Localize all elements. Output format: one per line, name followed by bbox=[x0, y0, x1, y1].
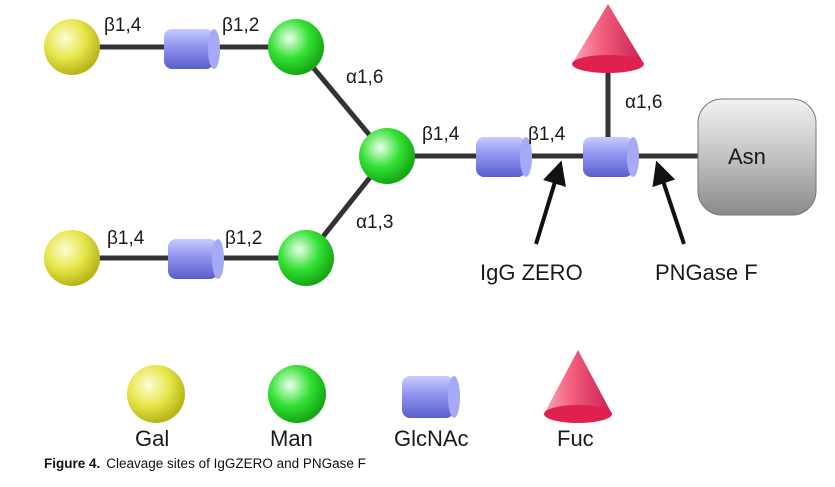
bond-label-bottom-glcnac-man: β1,2 bbox=[225, 228, 262, 249]
figure-number: Figure 4. bbox=[44, 456, 101, 471]
legend-fuc-label: Fuc bbox=[557, 426, 594, 451]
legend-man-icon bbox=[268, 365, 326, 423]
bond-label-fucose-link: α1,6 bbox=[625, 92, 662, 113]
glcnac-cylinder-icon bbox=[476, 137, 532, 177]
gal-sphere-icon bbox=[44, 19, 100, 75]
bond-label-upper-branch: α1,6 bbox=[346, 67, 383, 88]
legend-glcnac-label: GlcNAc bbox=[394, 426, 469, 451]
legend: Gal Man GlcNAc Fuc bbox=[127, 350, 612, 451]
igg-zero-arrow bbox=[534, 160, 566, 245]
man-sphere-icon bbox=[278, 230, 334, 286]
pngase-f-label: PNGase F bbox=[655, 260, 758, 285]
gal-sphere-icon bbox=[44, 230, 100, 286]
pngase-f-arrow bbox=[652, 160, 686, 245]
bond-label-bottom-gal-glcnac: β1,4 bbox=[107, 228, 145, 249]
legend-gal-label: Gal bbox=[135, 426, 169, 451]
bond-label-top-glcnac-man: β1,2 bbox=[222, 15, 259, 36]
legend-fuc-icon bbox=[544, 350, 612, 423]
glcnac-cylinder-icon bbox=[168, 239, 224, 279]
figure-caption-text: Cleavage sites of IgGZERO and PNGase F bbox=[106, 456, 366, 471]
legend-gal-icon bbox=[127, 365, 185, 423]
bond-label-lower-branch: α1,3 bbox=[356, 212, 393, 233]
bond-label-core-glcnac-glcnac: β1,4 bbox=[528, 124, 566, 145]
bond-labels: β1,4 β1,2 β1,4 β1,2 α1,6 α1,3 β1,4 β1,4 … bbox=[104, 15, 662, 249]
man-sphere-icon bbox=[268, 19, 324, 75]
bond-label-core-man-glcnac: β1,4 bbox=[422, 124, 460, 145]
asn-residue: Asn bbox=[697, 98, 817, 216]
legend-man-label: Man bbox=[270, 426, 313, 451]
glcnac-cylinder-icon bbox=[164, 29, 220, 69]
figure-caption: Figure 4. Cleavage sites of IgGZERO and P… bbox=[44, 456, 366, 471]
fuc-cone-icon bbox=[572, 4, 644, 73]
legend-glcnac-icon bbox=[402, 376, 460, 418]
glcnac-cylinder-icon bbox=[583, 137, 639, 177]
asn-label: Asn bbox=[728, 144, 766, 169]
bond-label-top-gal-glcnac: β1,4 bbox=[104, 15, 142, 36]
igg-zero-label: IgG ZERO bbox=[480, 260, 583, 285]
man-sphere-icon bbox=[359, 128, 415, 184]
residues: Asn bbox=[44, 4, 817, 286]
cleavage-markers: IgG ZERO PNGase F bbox=[480, 160, 758, 285]
